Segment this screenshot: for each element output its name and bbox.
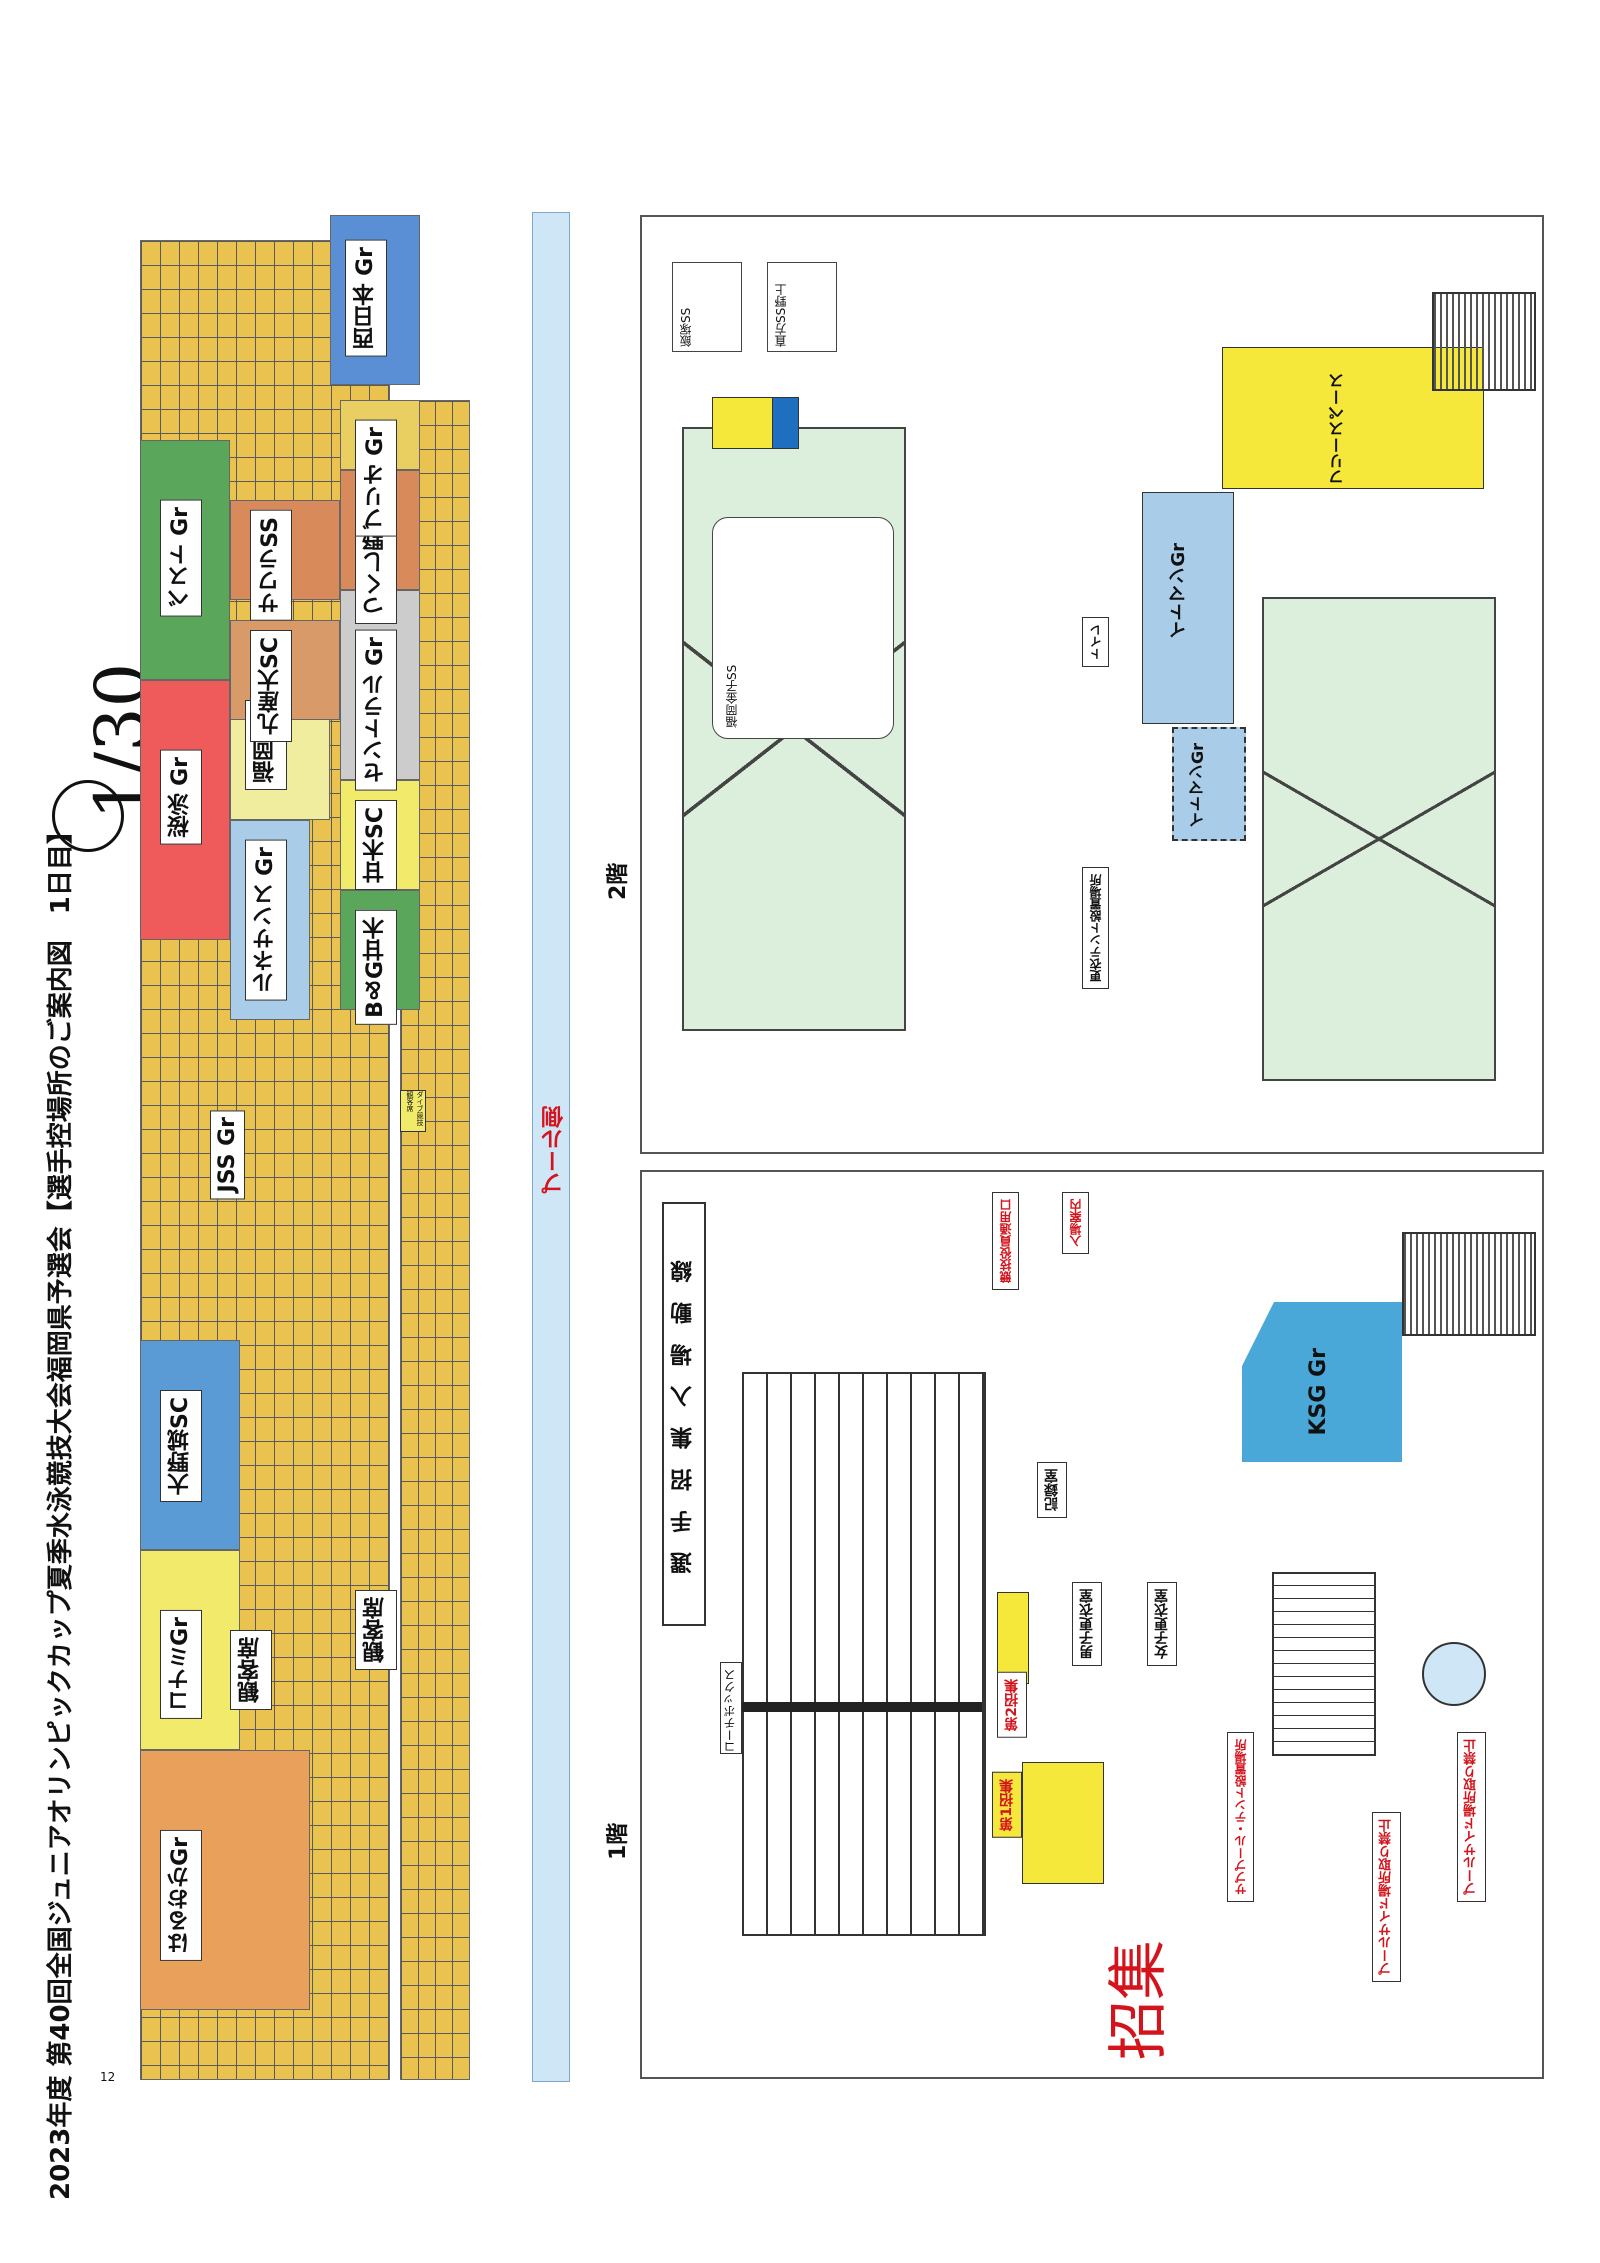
ksg-group-area [1242, 1302, 1402, 1462]
women-locker: 女子更衣室 [1147, 1582, 1177, 1666]
sub-pool [1272, 1572, 1376, 1756]
team-box-yellow [712, 397, 774, 449]
page-title: 2023年度 第40回全国ジュニアオリンピックカップ夏季水泳競技大会福岡県予選会… [46, 818, 76, 2200]
label-best: ベスト Gr [160, 500, 202, 617]
area-hatched-2 [1262, 597, 1496, 1081]
label-ouei: 桜泳 Gr [160, 750, 202, 845]
jacuzzi [1422, 1642, 1486, 1706]
team-box-blue [772, 397, 799, 449]
label-konami: コナミGr [160, 1610, 202, 1719]
staff-entry: 競技役員通用口 [992, 1192, 1019, 1290]
page-header: 2023年度 第40回全国ジュニアオリンピックカップ夏季水泳競技大会福岡県予選会… [40, 200, 77, 2200]
toilet-label: トイレ [1082, 617, 1109, 667]
tent-area-label: 更衣テント設置場所 [1082, 867, 1109, 989]
dive-note: ダイブ競技 観客席 [400, 1090, 426, 1132]
label-nishinippon: 西日本 Gr [345, 240, 387, 357]
callout-top2-line1: 直方SS野上 [774, 283, 788, 347]
callout-list: 福岡金子SS [712, 517, 894, 739]
call-area-2 [997, 1592, 1029, 1684]
free-space-label: フリースペース [1328, 373, 1347, 485]
records-room: 記録室 [1037, 1462, 1067, 1518]
label-kyusan: 九産大SC [250, 630, 292, 742]
floor2-map: イトマンGr イトマンGr フリースペース 飯塚SS 直方SS野上 福岡金子SS… [640, 215, 1544, 1154]
pool-side-label: プール側 [542, 1106, 567, 1194]
pool-divider [742, 1702, 982, 1712]
stairs-2f [1432, 292, 1536, 391]
call-area-1 [1022, 1762, 1104, 1884]
row-numbers-main: 12 [100, 2070, 300, 2084]
label-luneth: ルネサンス Gr [245, 840, 287, 1001]
callout-list-item: 福岡金子SS [725, 664, 739, 728]
label-onojo: 大野城SC [160, 1390, 202, 1502]
stairs-1f [1402, 1232, 1536, 1336]
spectator-label-upper: 観客席 [230, 1630, 272, 1710]
itoman-area-1 [1142, 492, 1234, 724]
callout-top: 飯塚SS [672, 262, 742, 352]
main-pool [742, 1372, 986, 1936]
itoman-label-1: イトマンGr [1168, 543, 1189, 639]
group-onojo [140, 1340, 240, 1550]
label-jss: JSS Gr [210, 1110, 245, 1200]
callout-top-line1: 飯塚SS [679, 307, 693, 347]
warning-poolside: プールサイド場所取り禁止 [1372, 1812, 1401, 1982]
handwritten-circle [52, 780, 124, 852]
floor1-title: 選 手 招 集 入 場 動 線 [662, 1202, 706, 1626]
label-brio: ブリオ Gr [355, 420, 397, 537]
handwritten-signature: 招集 [1104, 1940, 1174, 2060]
call-2-label: 第2招集 [997, 1672, 1027, 1738]
warning-poolside-2: プールサイド場所取り禁止 [1457, 1732, 1486, 1902]
tent-note: サブプール・テント設置場所 [1227, 1732, 1254, 1902]
label-haruoka: はるおかGr [160, 1830, 202, 1961]
label-amagisc: 甘木SC [355, 800, 397, 890]
seating-chart: 12 はるおかGr コナミGr 大野城SC JSS Gr ルネサンス Gr 福岡… [100, 210, 480, 2090]
coach-box: コーチボックス [720, 1662, 742, 1754]
ksg-label: KSG Gr [1306, 1348, 1331, 1436]
call-1-label: 第1招集 [992, 1772, 1022, 1838]
label-central: セントラル Gr [355, 630, 397, 791]
pool-side-bar [532, 212, 570, 2082]
men-locker: 男子更衣室 [1072, 1582, 1102, 1666]
floor2-label: 2階 [606, 862, 631, 900]
callout-top2: 直方SS野上 [767, 262, 837, 352]
spectator-label-lower: 観客席 [355, 1590, 397, 1670]
label-sawara: サワラSS [250, 510, 292, 621]
row-number: 12 [100, 2070, 116, 2084]
entry-guide: 入場案内 [1062, 1192, 1089, 1254]
itoman-label-2: イトマンGr [1188, 743, 1207, 829]
floor1-label: 1階 [606, 1822, 631, 1860]
label-bg-amagi: B＆G甘木 [355, 910, 397, 1025]
floor1-map: 選 手 招 集 入 場 動 線 コーチボックス KSG Gr 第1招集 第2招集… [640, 1170, 1544, 2079]
itoman-area-2 [1172, 727, 1246, 841]
